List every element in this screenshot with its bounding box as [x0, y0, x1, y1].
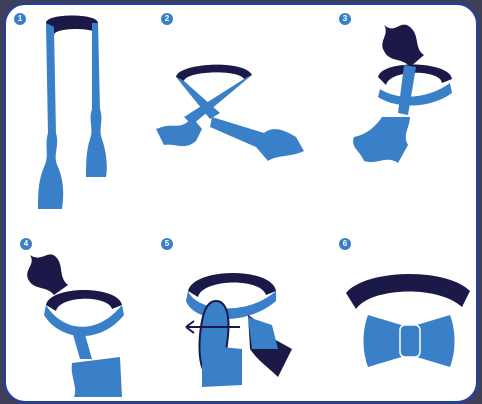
- step-1-drawing: [38, 16, 107, 210]
- step-1-left-bow-end: [38, 133, 63, 209]
- step-6-knot: [400, 325, 420, 357]
- instruction-card: 1 2 3 4 5 6: [3, 2, 479, 404]
- step-5-light-wing: [248, 317, 278, 349]
- step-5-drawing: [186, 273, 292, 387]
- tie-steps-illustration: [6, 5, 476, 401]
- step-2-strip-b: [184, 75, 252, 125]
- step-3-raised-end: [382, 25, 424, 67]
- step-6-band: [346, 274, 470, 309]
- step-4-raised-end: [27, 254, 68, 295]
- step-1-right-strip: [92, 23, 100, 110]
- step-2-drawing: [156, 65, 304, 161]
- step-3-band-a: [378, 83, 452, 106]
- step-4-bow-shape: [72, 357, 122, 397]
- step-5-band: [186, 291, 276, 319]
- step-3-lower-bow-end: [353, 117, 410, 163]
- step-6-drawing: [346, 274, 470, 367]
- step-5-neck-loop: [188, 273, 276, 297]
- step-2-left-bow-end: [156, 117, 202, 146]
- step-4-drawing: [27, 254, 124, 397]
- step-4-neck-loop: [46, 290, 122, 311]
- step-1-left-strip: [46, 23, 56, 135]
- step-2-right-bow-end: [210, 117, 304, 161]
- step-3-drawing: [353, 25, 452, 163]
- step-2-neck-loop: [176, 65, 252, 81]
- step-5-folded-bow: [202, 345, 242, 387]
- step-1-right-bow-end: [86, 109, 107, 177]
